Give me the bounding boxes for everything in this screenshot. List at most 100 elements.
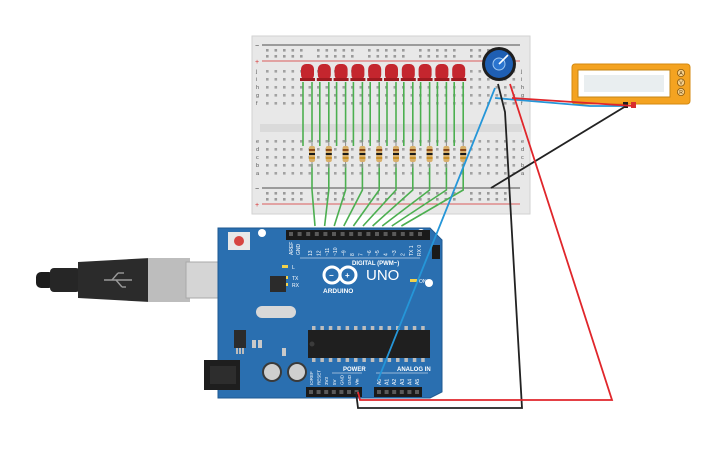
- breadboard-hole[interactable]: [444, 55, 448, 58]
- breadboard-hole[interactable]: [495, 86, 499, 89]
- breadboard-hole[interactable]: [274, 192, 278, 195]
- resistor[interactable]: [325, 140, 332, 168]
- breadboard-hole[interactable]: [504, 198, 507, 201]
- breadboard-hole[interactable]: [351, 148, 354, 151]
- breadboard-hole[interactable]: [487, 192, 490, 195]
- breadboard-hole[interactable]: [478, 172, 482, 175]
- breadboard-hole[interactable]: [495, 192, 499, 195]
- breadboard-hole[interactable]: [470, 86, 473, 89]
- breadboard-hole[interactable]: [478, 49, 482, 52]
- breadboard-hole[interactable]: [300, 172, 303, 175]
- breadboard-hole[interactable]: [291, 49, 295, 52]
- red-led[interactable]: [300, 64, 315, 81]
- breadboard-hole[interactable]: [368, 198, 371, 201]
- breadboard-hole[interactable]: [317, 164, 320, 167]
- breadboard-hole[interactable]: [266, 156, 269, 159]
- breadboard-hole[interactable]: [419, 192, 422, 195]
- breadboard-hole[interactable]: [453, 198, 456, 201]
- resistor[interactable]: [342, 140, 349, 168]
- breadboard-hole[interactable]: [266, 55, 269, 58]
- breadboard-hole[interactable]: [266, 198, 269, 201]
- breadboard-hole[interactable]: [266, 49, 269, 52]
- breadboard-hole[interactable]: [274, 140, 278, 143]
- breadboard-hole[interactable]: [385, 192, 388, 195]
- breadboard-hole[interactable]: [334, 94, 337, 97]
- breadboard-hole[interactable]: [376, 86, 380, 89]
- breadboard-hole[interactable]: [385, 49, 388, 52]
- breadboard-hole[interactable]: [453, 164, 456, 167]
- breadboard-hole[interactable]: [478, 140, 482, 143]
- breadboard-hole[interactable]: [393, 172, 397, 175]
- reset-button[interactable]: [228, 232, 250, 250]
- breadboard-hole[interactable]: [274, 49, 278, 52]
- breadboard-hole[interactable]: [419, 55, 422, 58]
- breadboard-hole[interactable]: [266, 102, 269, 105]
- resistor[interactable]: [409, 140, 416, 168]
- breadboard-hole[interactable]: [376, 172, 380, 175]
- resistor[interactable]: [359, 140, 366, 168]
- breadboard-hole[interactable]: [512, 148, 516, 151]
- breadboard-hole[interactable]: [410, 140, 414, 143]
- breadboard-hole[interactable]: [342, 49, 346, 52]
- breadboard-hole[interactable]: [368, 55, 371, 58]
- breadboard-hole[interactable]: [291, 86, 295, 89]
- analog-header[interactable]: [374, 387, 422, 397]
- breadboard-hole[interactable]: [419, 198, 422, 201]
- breadboard-hole[interactable]: [376, 164, 380, 167]
- digital-pin-wire[interactable]: [381, 164, 431, 227]
- breadboard-hole[interactable]: [351, 55, 354, 58]
- power-jack[interactable]: [204, 360, 240, 390]
- breadboard-hole[interactable]: [470, 102, 473, 105]
- breadboard-hole[interactable]: [478, 70, 482, 73]
- breadboard-hole[interactable]: [470, 192, 473, 195]
- breadboard-hole[interactable]: [487, 198, 490, 201]
- breadboard-hole[interactable]: [334, 140, 337, 143]
- breadboard-hole[interactable]: [291, 172, 295, 175]
- breadboard-hole[interactable]: [385, 55, 388, 58]
- breadboard-hole[interactable]: [393, 198, 397, 201]
- breadboard-hole[interactable]: [453, 148, 456, 151]
- breadboard-hole[interactable]: [300, 156, 303, 159]
- breadboard-hole[interactable]: [300, 164, 303, 167]
- breadboard-hole[interactable]: [495, 156, 499, 159]
- breadboard-hole[interactable]: [274, 164, 278, 167]
- red-led[interactable]: [400, 64, 416, 81]
- breadboard-hole[interactable]: [351, 86, 354, 89]
- breadboard-hole[interactable]: [402, 172, 405, 175]
- breadboard-hole[interactable]: [402, 164, 405, 167]
- breadboard-hole[interactable]: [368, 86, 371, 89]
- breadboard-hole[interactable]: [470, 70, 473, 73]
- breadboard-hole[interactable]: [478, 86, 482, 89]
- breadboard-hole[interactable]: [368, 94, 371, 97]
- breadboard-hole[interactable]: [317, 94, 320, 97]
- breadboard-hole[interactable]: [495, 94, 499, 97]
- breadboard-hole[interactable]: [444, 192, 448, 195]
- breadboard-hole[interactable]: [368, 156, 371, 159]
- breadboard-hole[interactable]: [427, 140, 431, 143]
- breadboard-hole[interactable]: [478, 148, 482, 151]
- breadboard-hole[interactable]: [512, 102, 516, 105]
- breadboard-hole[interactable]: [291, 55, 295, 58]
- breadboard-hole[interactable]: [317, 192, 320, 195]
- breadboard-hole[interactable]: [478, 164, 482, 167]
- breadboard-hole[interactable]: [427, 164, 431, 167]
- breadboard-hole[interactable]: [334, 86, 337, 89]
- breadboard-hole[interactable]: [385, 156, 388, 159]
- breadboard-hole[interactable]: [274, 198, 278, 201]
- breadboard-hole[interactable]: [283, 192, 286, 195]
- breadboard-hole[interactable]: [402, 148, 405, 151]
- breadboard-hole[interactable]: [300, 49, 303, 52]
- breadboard-hole[interactable]: [317, 140, 320, 143]
- breadboard-hole[interactable]: [283, 86, 286, 89]
- breadboard-hole[interactable]: [393, 55, 397, 58]
- breadboard-hole[interactable]: [325, 86, 329, 89]
- breadboard-hole[interactable]: [495, 102, 499, 105]
- breadboard-hole[interactable]: [470, 78, 473, 81]
- breadboard-hole[interactable]: [427, 49, 431, 52]
- breadboard-hole[interactable]: [291, 148, 295, 151]
- breadboard-hole[interactable]: [334, 148, 337, 151]
- breadboard-hole[interactable]: [334, 164, 337, 167]
- breadboard-hole[interactable]: [359, 86, 363, 89]
- breadboard-hole[interactable]: [317, 55, 320, 58]
- breadboard-hole[interactable]: [453, 192, 456, 195]
